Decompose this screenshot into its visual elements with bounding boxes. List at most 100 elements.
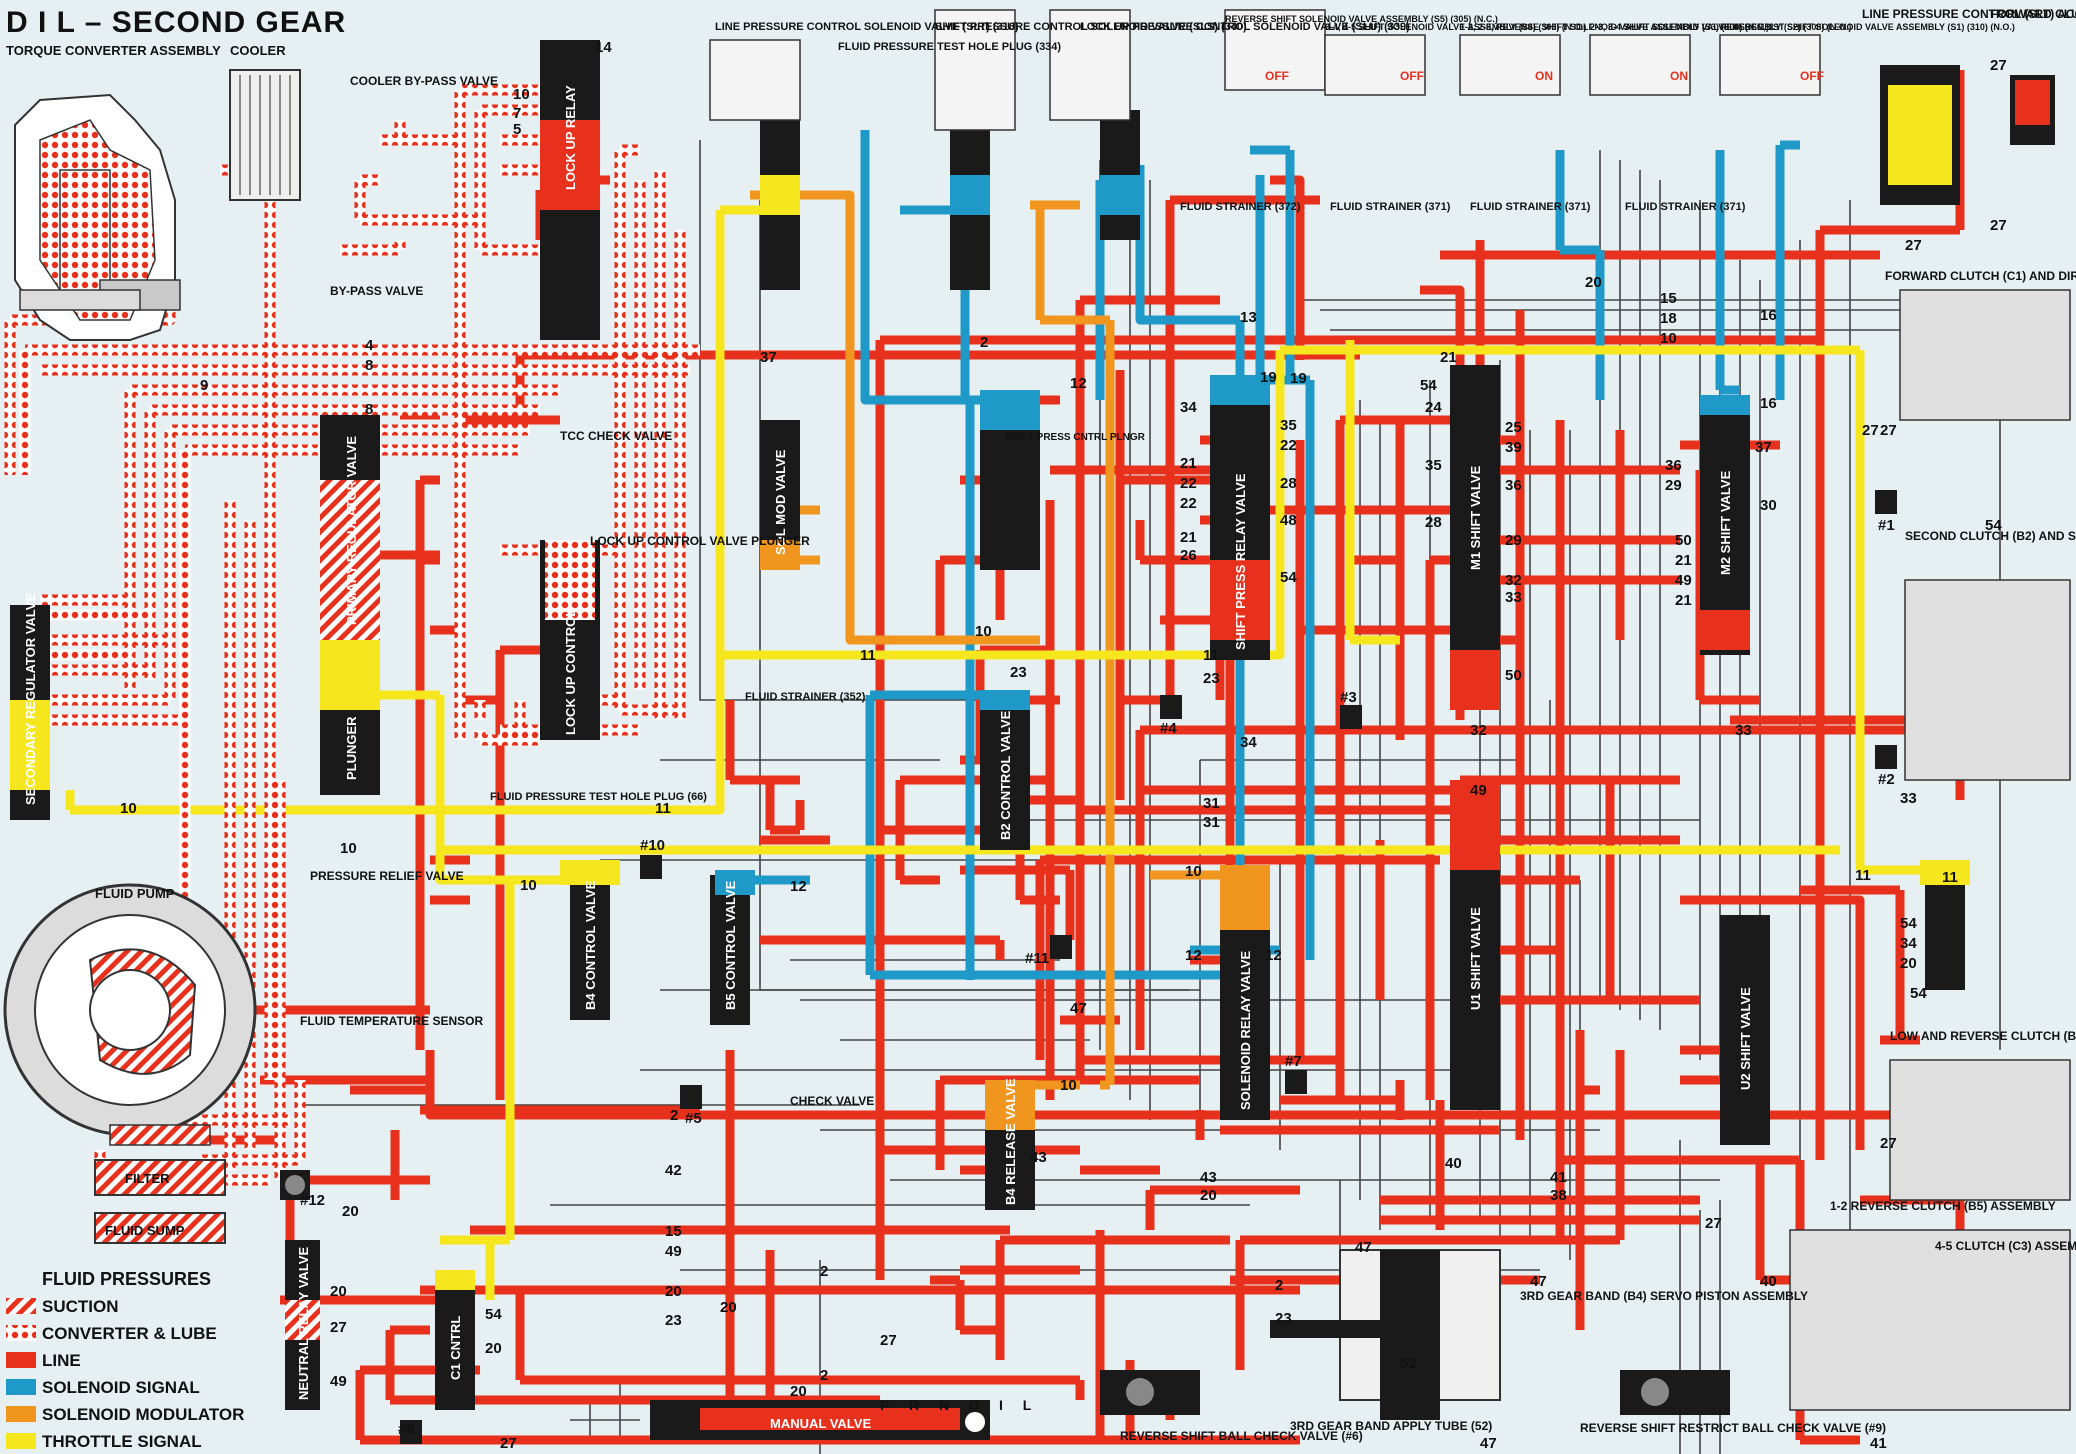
passage-number: 13: [1240, 309, 1257, 326]
test-plug-334-label: FLUID PRESSURE TEST HOLE PLUG (334): [838, 41, 1061, 53]
passage-number: 47: [1355, 1239, 1372, 1256]
passage-number: 37: [1755, 439, 1772, 456]
reverse-restrict-label: REVERSE SHIFT RESTRICT BALL CHECK VALVE …: [1580, 1421, 1886, 1435]
passage-number: 5: [513, 121, 521, 138]
torque-converter: TORQUE CONVERTER ASSEMBLY: [6, 43, 221, 341]
passage-number: 27: [1905, 237, 1922, 254]
passage-number: 2: [1275, 1277, 1283, 1294]
b4-servo-label: 3RD GEAR BAND (B4) SERVO PISTON ASSEMBLY: [1520, 1289, 1808, 1303]
passage-number: 49: [1675, 572, 1692, 589]
cooler-bypass-label: COOLER BY-PASS VALVE: [350, 74, 498, 88]
valve-labels: LOCK UP RELAY PRIMARY REGULATOR VALVE PL…: [23, 85, 1753, 1431]
passage-number: 23: [665, 1312, 682, 1329]
passage-number: 36: [1665, 457, 1682, 474]
passage-number: 54: [485, 1306, 502, 1323]
passage-numbers: 14 10 7 5 4 8 9 8 37 2 19 21 13 15 18 10…: [120, 39, 2007, 1452]
passage-number: 21: [1180, 529, 1197, 546]
secondary-regulator-label: SECONDARY REGULATOR VALVE: [23, 593, 38, 805]
legend-label: SUCTION: [42, 1297, 119, 1316]
passage-number: 27: [1880, 422, 1897, 439]
passage-number: 37: [760, 349, 777, 366]
passage-number: 12: [1185, 947, 1202, 964]
passage-number: 36: [1505, 477, 1522, 494]
passage-number: 10: [1660, 330, 1677, 347]
passage-number: 21: [1440, 349, 1457, 366]
passage-number: 40: [1445, 1155, 1462, 1172]
passage-number: 14: [595, 39, 612, 56]
passage-number: 12: [1265, 947, 1282, 964]
slt-accumulator-label: LINE PRESSURE CONTROL (SLT) ACCUMULATOR: [1862, 7, 2076, 21]
passage-number: 7: [513, 105, 521, 122]
passage-number: 21: [1675, 552, 1692, 569]
passage-number: 31: [1203, 814, 1220, 831]
filter-and-sump: FILTER FLUID SUMP: [94, 1124, 226, 1244]
check-ball-label: #7: [1285, 1053, 1302, 1070]
check-ball-label: #8: [398, 1421, 415, 1438]
passage-number: 8: [365, 401, 373, 418]
cooler-label: COOLER: [230, 43, 286, 58]
s3-state: ON: [1535, 69, 1553, 83]
s4-state: OFF: [1400, 69, 1424, 83]
passage-number: 27: [1862, 422, 1879, 439]
legend-label: LINE: [42, 1351, 81, 1370]
passage-number: 8: [365, 357, 373, 374]
passage-number: 23: [1203, 670, 1220, 687]
band-apply-label: 3RD GEAR BAND APPLY TUBE (52): [1290, 1419, 1492, 1433]
c3-label: 4-5 CLUTCH (C3) ASSEMBLY: [1935, 1239, 2076, 1253]
passage-number: 47: [1530, 1273, 1547, 1290]
check-ball-1: #1: [1875, 490, 1897, 534]
s3-label: 1-2, 2-3, REVERSE SHIFT SOLENOID VALVE A…: [1460, 22, 1769, 32]
passage-number: 41: [1870, 1435, 1887, 1452]
passage-number: 20: [665, 1283, 682, 1300]
passage-number: 16: [1760, 307, 1777, 324]
passage-number: 10: [975, 623, 992, 640]
lock-up-relay-label: LOCK UP RELAY: [563, 85, 578, 190]
check-ball-label: #2: [1878, 771, 1895, 788]
passage-number: 54: [1910, 985, 1927, 1002]
b4-control-label: B4 CONTROL VALVE: [583, 880, 598, 1010]
check-ball-label: #1: [1878, 517, 1895, 534]
passage-number: 9: [200, 377, 208, 394]
passage-number: 52: [1400, 1355, 1417, 1372]
passage-number: 49: [1470, 782, 1487, 799]
sls-label: SHIFT PRESSURE CONTROL SOLENOID VALVE (S…: [935, 21, 1247, 33]
slt-label: LINE PRESSURE CONTROL SOLENOID VALVE (SL…: [715, 21, 1019, 33]
converter-lube-passages: [4, 84, 700, 1186]
passage-number: 39: [1505, 439, 1522, 456]
passage-number: 47: [1480, 1435, 1497, 1452]
passage-number: 20: [1900, 955, 1917, 972]
filter-label: FILTER: [125, 1171, 170, 1186]
passage-number: 20: [1200, 1187, 1217, 1204]
check-balls: #1 #2 #3 #4 #5 #7 #8 #10 #11 #12: [280, 490, 1897, 1444]
passage-number: 30: [1760, 497, 1777, 514]
passage-number: 27: [500, 1435, 517, 1452]
passage-number: 11: [1203, 647, 1219, 664]
check-ball-label: #5: [685, 1110, 702, 1127]
passage-number: 50: [1505, 667, 1522, 684]
m1-shift-label: M1 SHIFT VALVE: [1468, 465, 1483, 570]
passage-number: 35: [1425, 457, 1442, 474]
strainer-372-label: FLUID STRAINER (372): [1180, 201, 1301, 213]
legend: FLUID PRESSURES SUCTION CONVERTER & LUBE…: [6, 1269, 244, 1451]
b5-label: 1-2 REVERSE CLUTCH (B5) ASSEMBLY: [1830, 1199, 2056, 1213]
passage-number: 4: [365, 337, 374, 354]
solenoid-states: OFF OFF ON ON OFF: [1265, 69, 1824, 83]
u2-shift-label: U2 SHIFT VALVE: [1738, 987, 1753, 1090]
passage-number: 22: [1280, 437, 1297, 454]
throttle-signal-passages: [65, 205, 1945, 1300]
passage-number: 10: [340, 840, 357, 857]
passage-number: 10: [513, 86, 530, 103]
b2-b1-label: SECOND CLUTCH (B2) AND SECOND COAST CLUT…: [1905, 529, 2076, 543]
manual-valve-label: MANUAL VALVE: [770, 1416, 871, 1431]
passage-number: 28: [1280, 475, 1297, 492]
u1-shift-label: U1 SHIFT VALVE: [1468, 907, 1483, 1010]
check-ball-label: #3: [1340, 689, 1357, 706]
passage-number: 11: [860, 647, 876, 664]
shift-press-cntrl-label: SHIFT PRESS CNTRL PLNGR: [1005, 432, 1146, 443]
legend-label: CONVERTER & LUBE: [42, 1324, 217, 1343]
s5-state: OFF: [1265, 69, 1289, 83]
check-ball-label: #10: [640, 837, 665, 854]
passage-number: 32: [1470, 722, 1487, 739]
passage-number: 20: [720, 1299, 737, 1316]
passage-number: 16: [1760, 395, 1777, 412]
